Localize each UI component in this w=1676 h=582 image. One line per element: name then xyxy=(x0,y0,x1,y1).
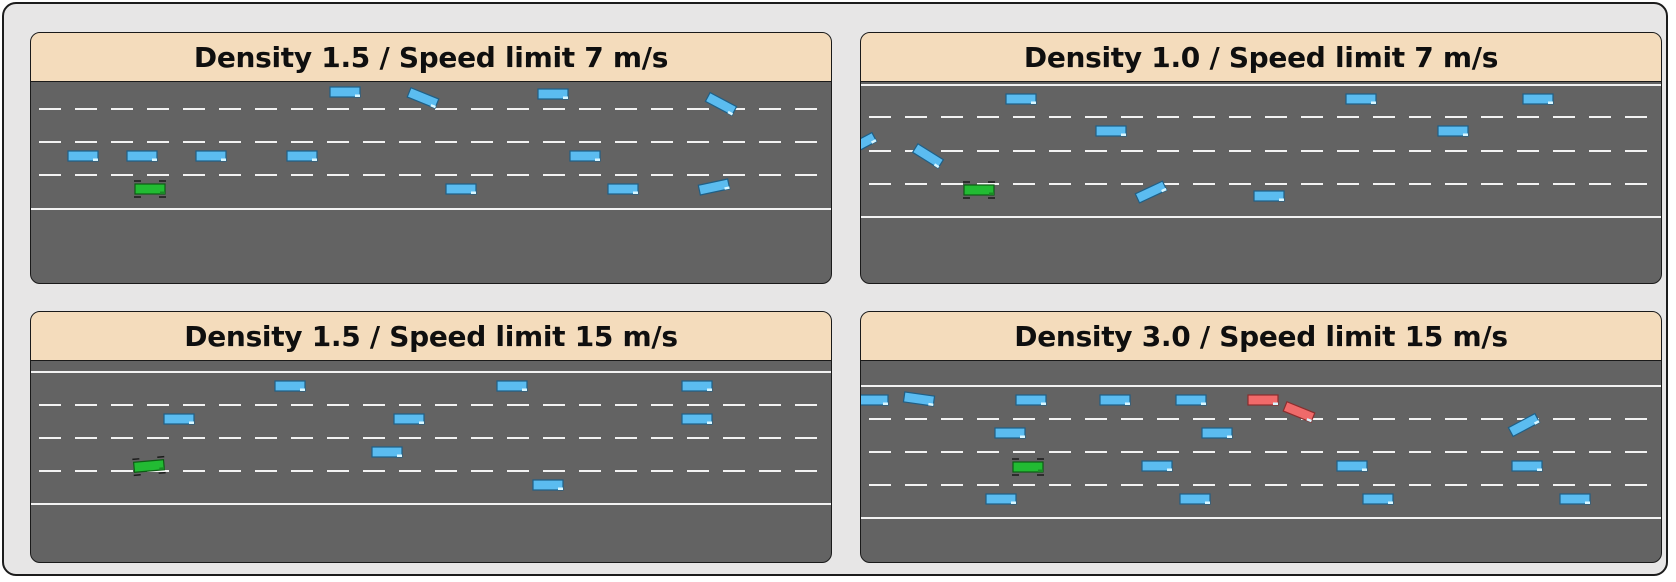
simulation-panel-density-1-5-speed-15: Density 1.5 / Speed limit 15 m/s xyxy=(30,311,832,563)
car-icon xyxy=(371,446,403,458)
car-icon xyxy=(1362,493,1394,505)
car-icon xyxy=(704,91,738,117)
car-icon xyxy=(1201,427,1233,439)
crashed-car-icon xyxy=(1247,394,1279,406)
car-icon xyxy=(195,150,227,162)
panel-header: Density 1.5 / Speed limit 7 m/s xyxy=(31,33,831,82)
car-icon xyxy=(697,178,731,196)
car-icon xyxy=(67,150,99,162)
car-icon xyxy=(537,88,569,100)
car-icon xyxy=(1437,125,1469,137)
ego-car-icon xyxy=(134,180,166,198)
car-icon xyxy=(532,479,564,491)
car-icon xyxy=(163,413,195,425)
car-icon xyxy=(1559,493,1591,505)
car-icon xyxy=(985,493,1017,505)
panel-title: Density 1.0 / Speed limit 7 m/s xyxy=(1023,40,1499,74)
panel-title: Density 1.5 / Speed limit 7 m/s xyxy=(193,40,669,74)
car-icon xyxy=(902,391,936,407)
crashed-car-icon xyxy=(1282,400,1316,424)
car-icon xyxy=(861,131,878,157)
car-icon xyxy=(1522,93,1554,105)
highway-road xyxy=(31,371,831,505)
simulation-panel-density-1-0-speed-7: Density 1.0 / Speed limit 7 m/s xyxy=(860,32,1662,284)
car-icon xyxy=(393,413,425,425)
panel-header: Density 3.0 / Speed limit 15 m/s xyxy=(861,312,1661,361)
panel-header: Density 1.5 / Speed limit 15 m/s xyxy=(31,312,831,361)
car-icon xyxy=(1175,394,1207,406)
car-icon xyxy=(681,413,713,425)
car-icon xyxy=(1179,493,1211,505)
highway-road xyxy=(861,385,1661,519)
car-icon xyxy=(861,394,889,406)
car-icon xyxy=(1015,394,1047,406)
car-icon xyxy=(1507,412,1541,438)
panel-header: Density 1.0 / Speed limit 7 m/s xyxy=(861,33,1661,82)
panel-title: Density 3.0 / Speed limit 15 m/s xyxy=(1014,319,1508,353)
simulation-panel-density-3-0-speed-15: Density 3.0 / Speed limit 15 m/s xyxy=(860,311,1662,563)
car-icon xyxy=(1141,460,1173,472)
car-icon xyxy=(1511,460,1543,472)
ego-car-icon xyxy=(963,181,995,199)
simulation-panel-density-1-5-speed-7: Density 1.5 / Speed limit 7 m/s xyxy=(30,32,832,284)
car-icon xyxy=(994,427,1026,439)
car-icon xyxy=(681,380,713,392)
panel-title: Density 1.5 / Speed limit 15 m/s xyxy=(184,319,678,353)
car-icon xyxy=(286,150,318,162)
car-icon xyxy=(1005,93,1037,105)
highway-road xyxy=(861,84,1661,218)
car-icon xyxy=(274,380,306,392)
highway-road xyxy=(31,86,831,210)
car-icon xyxy=(1134,180,1168,204)
car-icon xyxy=(496,380,528,392)
car-icon xyxy=(1099,394,1131,406)
car-icon xyxy=(1336,460,1368,472)
car-icon xyxy=(329,86,361,98)
car-icon xyxy=(126,150,158,162)
car-icon xyxy=(911,142,945,170)
car-icon xyxy=(569,150,601,162)
ego-car-icon xyxy=(1012,458,1044,476)
car-icon xyxy=(607,183,639,195)
car-icon xyxy=(1345,93,1377,105)
ego-car-icon xyxy=(132,455,166,477)
car-icon xyxy=(406,86,440,110)
car-icon xyxy=(445,183,477,195)
car-icon xyxy=(1253,190,1285,202)
car-icon xyxy=(1095,125,1127,137)
